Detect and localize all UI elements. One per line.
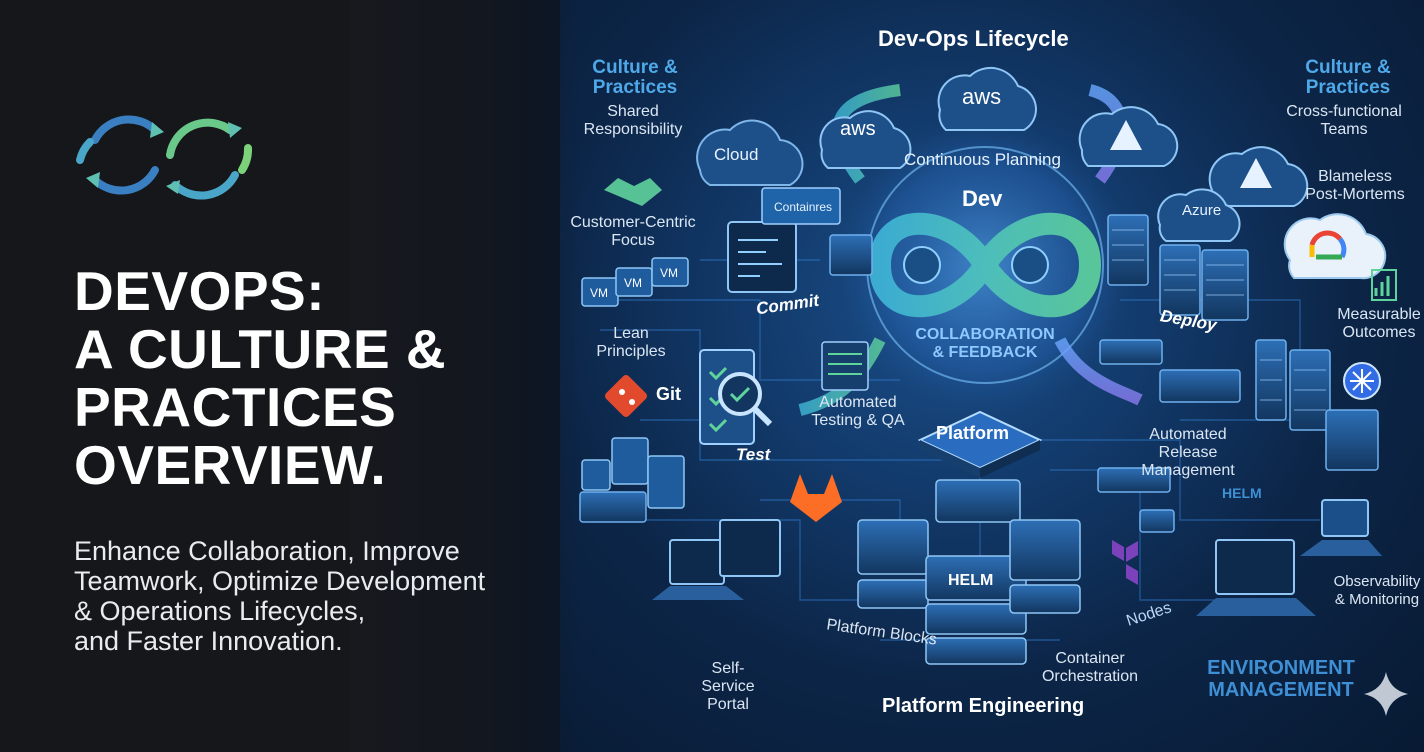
devops-infinity-logo-icon: [76, 115, 252, 200]
page-subtitle: Enhance Collaboration, Improve Teamwork,…: [74, 536, 574, 656]
platform-blocks-icon: [857, 479, 1081, 665]
dev-label: Dev: [962, 186, 1003, 211]
observability-label: Observability & Monitoring: [1333, 573, 1421, 608]
platform-chip-icon: [917, 410, 1043, 478]
test-label: Test: [736, 445, 771, 464]
cloud-icon: [696, 119, 804, 186]
vm-label: VM: [660, 266, 678, 280]
aws-label: aws: [840, 118, 876, 140]
containers-label: Containres: [774, 200, 833, 214]
network-switch-icon: [579, 339, 1241, 533]
subtitle-line: Enhance Collaboration, Improve: [74, 536, 460, 566]
environment-management-label: ENVIRONMENT MANAGEMENT: [1207, 657, 1355, 701]
handshake-icon: [604, 178, 662, 206]
self-service-label: Self-Service Portal: [701, 660, 755, 713]
kubernetes-icon: [1343, 362, 1381, 400]
terraform-icon: [1112, 540, 1138, 585]
culture-right-heading: Culture & Practices: [1305, 57, 1391, 98]
test-checklist-icon: [699, 349, 773, 445]
platform-engineering-label: Platform Engineering: [882, 695, 1085, 717]
page-headline: DEVOPS: A CULTURE & PRACTICES OVERVIEW.: [74, 262, 554, 494]
infinity-loop: [868, 212, 1102, 318]
azure-cloud-icon-right: [1208, 146, 1309, 207]
left-panel: [0, 0, 580, 752]
growth-chart-icon: [1371, 269, 1397, 301]
subtitle-line: & Operations Lifecycles,: [74, 596, 366, 626]
headline-line: PRACTICES: [74, 376, 397, 438]
gitlab-icon: [790, 474, 842, 522]
automated-testing-label: Automated Testing & QA: [811, 394, 905, 429]
git-icon: [605, 375, 647, 417]
continuous-planning-label: Continuous Planning: [904, 150, 1061, 169]
subtitle-line: and Faster Innovation.: [74, 626, 343, 656]
headline-line: A CULTURE &: [74, 318, 447, 380]
vm-block-icon: [581, 257, 689, 509]
culture-right-item: Measurable Outcomes: [1337, 306, 1421, 341]
vm-label: VM: [624, 276, 642, 290]
code-editor-icon: [727, 221, 797, 293]
culture-right-item: Cross-functional Teams: [1286, 103, 1402, 138]
git-label: Git: [656, 384, 681, 404]
left-panel-band: [0, 0, 350, 752]
platform-label: Platform: [936, 423, 1010, 443]
culture-left-item: Customer-Centric Focus: [570, 214, 696, 249]
culture-left-item: Lean Principles: [596, 325, 666, 360]
containers-icon: [761, 187, 841, 225]
helm-label: HELM: [1222, 485, 1262, 501]
culture-left-item: Shared Responsibility: [583, 103, 683, 138]
collaboration-label: COLLABORATION & FEEDBACK: [915, 326, 1055, 361]
azure-label: Azure: [1182, 202, 1222, 219]
diagram-title: Dev-Ops Lifecycle: [878, 26, 1069, 51]
azure-label-cloud: [1157, 188, 1241, 242]
culture-right-item: Blameless Post-Mortems: [1305, 168, 1405, 203]
vm-label: VM: [590, 286, 608, 300]
testing-dashboard-icon: [821, 341, 869, 391]
laptop-icon: [652, 499, 1382, 616]
helm-block-label: HELM: [948, 572, 994, 589]
headline-line: DEVOPS:: [74, 260, 326, 322]
container-orchestration-label: Container Orchestration: [1041, 650, 1139, 685]
aws-cloud-icon-top: [937, 66, 1037, 131]
sparkle-icon: [1364, 672, 1408, 716]
cloud-label: Cloud: [714, 145, 759, 164]
automated-release-label: Automated Release Management: [1141, 426, 1235, 479]
subtitle-line: Teamwork, Optimize Development: [74, 566, 486, 596]
headline-line: OVERVIEW.: [74, 434, 387, 496]
culture-left-heading: Culture & Practices: [592, 57, 678, 98]
google-cloud-icon: [1283, 213, 1387, 280]
aws-label-top: aws: [962, 84, 1002, 109]
aws-cloud-icon: [819, 110, 912, 169]
azure-cloud-icon: [1078, 106, 1179, 167]
